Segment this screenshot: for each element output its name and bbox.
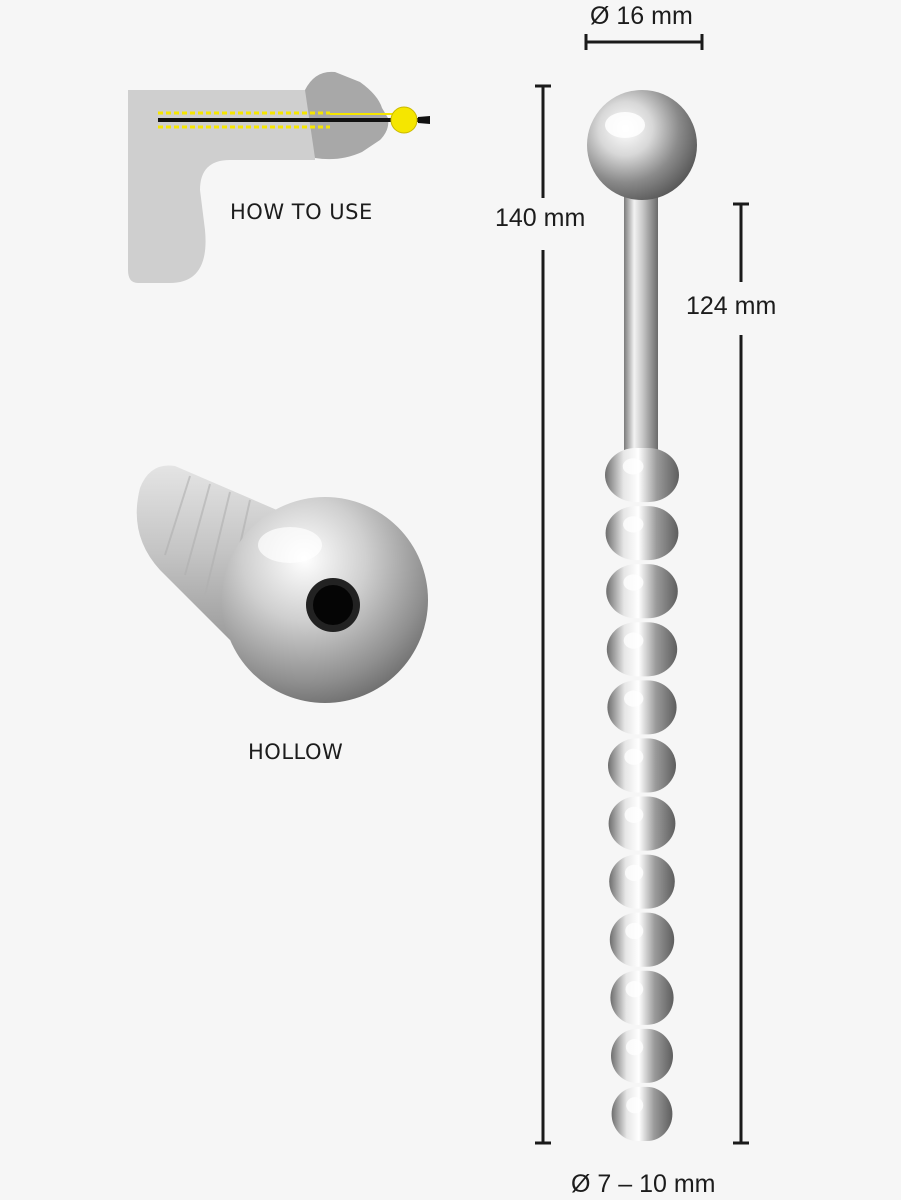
rod-bead-highlight bbox=[625, 1039, 644, 1056]
diagram-tip-shape bbox=[305, 71, 389, 160]
diagram-body-shape bbox=[128, 90, 315, 283]
product-rod bbox=[587, 90, 697, 1141]
rod-head-ball bbox=[587, 90, 697, 200]
head-diameter-label: Ø 16 mm bbox=[590, 2, 693, 30]
hollow-label: HOLLOW bbox=[248, 740, 344, 764]
rod-bead-highlight bbox=[625, 980, 644, 998]
rod-bead bbox=[605, 506, 679, 561]
rod-bead bbox=[609, 912, 675, 967]
beaded-length-label: 124 mm bbox=[686, 290, 777, 323]
how-to-use-diagram bbox=[128, 71, 430, 283]
shaft-diameter-label: Ø 7 – 10 mm bbox=[571, 1170, 716, 1198]
rod-bead bbox=[608, 738, 676, 793]
rod-bead-highlight bbox=[624, 690, 644, 707]
rod-bead-highlight bbox=[624, 864, 644, 882]
rod-bead bbox=[606, 564, 678, 619]
rod-bead bbox=[608, 796, 676, 851]
rod-bead-highlight bbox=[624, 748, 644, 765]
diagram-ball-end bbox=[390, 106, 418, 134]
rod-bead bbox=[610, 970, 674, 1025]
rod-bead-highlight bbox=[625, 922, 644, 940]
rod-bead-highlight bbox=[623, 516, 644, 533]
dimension-lines bbox=[535, 34, 749, 1145]
rod-bead bbox=[611, 1028, 673, 1083]
hollow-shaft bbox=[136, 465, 300, 640]
rod-bead bbox=[611, 1086, 673, 1141]
rod-shaft bbox=[624, 185, 658, 455]
hollow-highlight bbox=[258, 527, 322, 563]
rod-bead bbox=[609, 854, 675, 909]
rod-bead-highlight bbox=[622, 458, 644, 475]
rod-bead-highlight bbox=[626, 1097, 644, 1114]
rod-beads bbox=[605, 448, 679, 1141]
rod-bead bbox=[606, 622, 678, 677]
rod-bead bbox=[607, 680, 677, 735]
rod-head-highlight bbox=[605, 112, 645, 138]
rod-bead bbox=[605, 448, 679, 503]
rod-bead-highlight bbox=[623, 574, 644, 591]
how-to-use-label: HOW TO USE bbox=[230, 200, 373, 224]
diagram-probe-tip bbox=[418, 116, 430, 124]
hollow-closeup bbox=[136, 465, 428, 703]
hollow-opening-inner bbox=[313, 585, 353, 625]
rod-bead-highlight bbox=[623, 632, 644, 649]
rod-bead-highlight bbox=[624, 806, 644, 823]
total-length-label: 140 mm bbox=[495, 202, 586, 235]
